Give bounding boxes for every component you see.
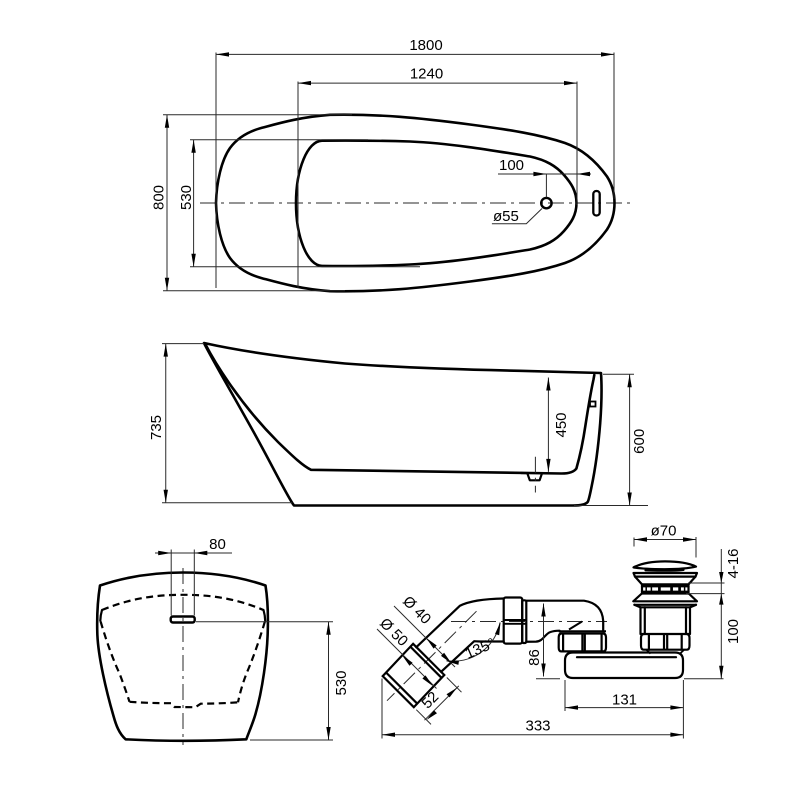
- svg-text:1800: 1800: [409, 37, 442, 54]
- svg-text:600: 600: [631, 429, 648, 454]
- svg-text:800: 800: [151, 185, 168, 210]
- svg-text:80: 80: [209, 536, 226, 553]
- svg-text:131: 131: [612, 692, 637, 709]
- svg-text:ø70: ø70: [651, 523, 677, 540]
- svg-text:530: 530: [333, 670, 350, 695]
- svg-text:1240: 1240: [410, 66, 443, 83]
- svg-text:86: 86: [526, 649, 543, 666]
- svg-text:530: 530: [178, 185, 195, 210]
- svg-text:4-16: 4-16: [725, 548, 742, 578]
- svg-text:735: 735: [148, 415, 165, 440]
- svg-text:100: 100: [499, 157, 524, 174]
- svg-text:333: 333: [525, 718, 550, 735]
- svg-text:450: 450: [553, 412, 570, 437]
- svg-text:ø55: ø55: [493, 208, 519, 225]
- svg-text:100: 100: [725, 619, 742, 644]
